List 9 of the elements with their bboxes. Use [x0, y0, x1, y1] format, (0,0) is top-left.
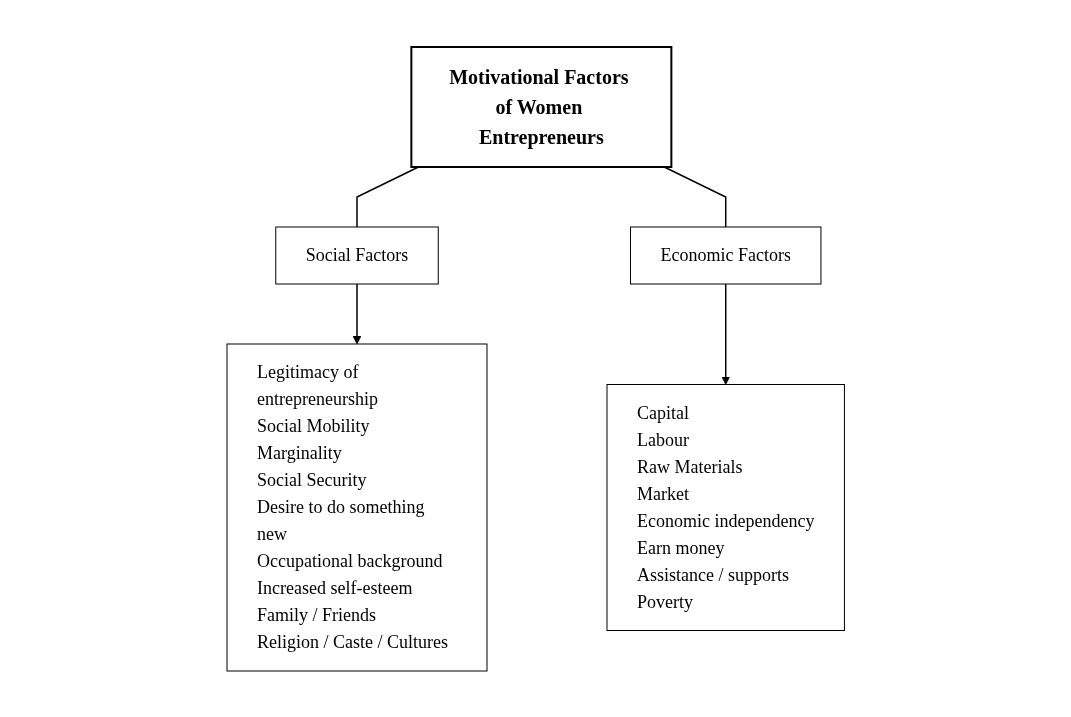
node-box: Economic Factors — [629, 226, 822, 284]
arrow — [721, 282, 730, 385]
connector — [356, 165, 419, 228]
node-box: Legitimacy of entrepreneurship Social Mobility Marginality Social Security Desire to do something new Occupational background Increased self-esteem Family / Friends Religion / Caste / Cultures — [226, 343, 488, 671]
node-box: Capital Labour Raw Materials Market Economic independency Earn money Assistance / supports Poverty — [606, 383, 845, 631]
node-box: Social Factors — [275, 226, 439, 284]
node-box: Motivational Factors of Women Entrepreneurs — [410, 45, 673, 168]
connector — [663, 165, 727, 228]
arrow — [352, 282, 362, 344]
